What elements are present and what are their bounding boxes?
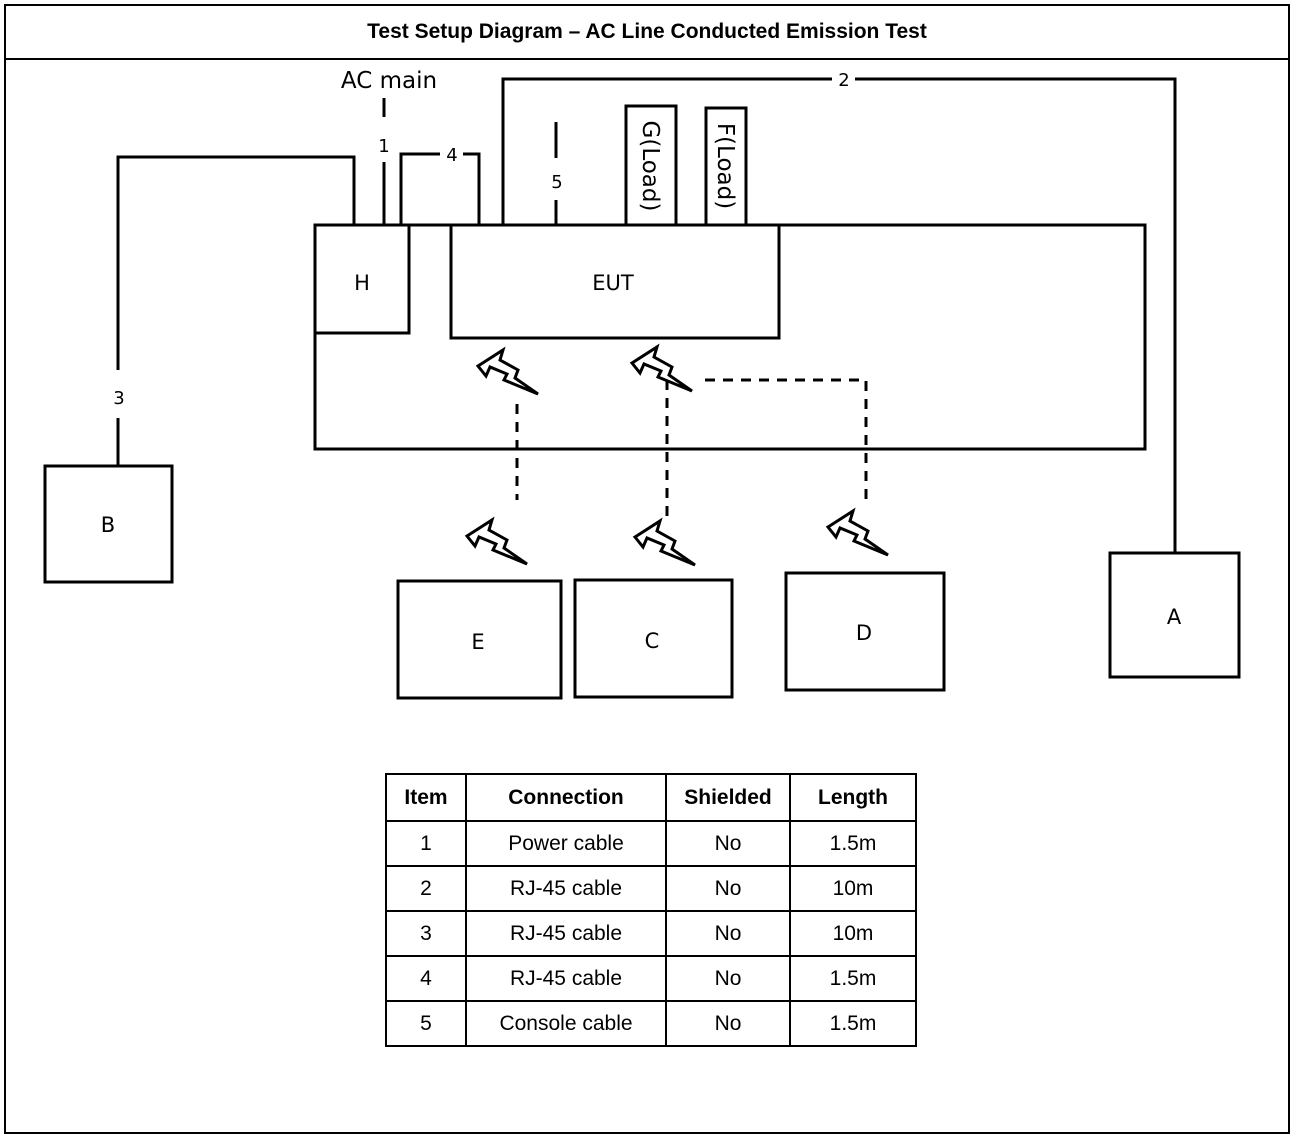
box-a-label: A <box>1167 605 1182 629</box>
box-d <box>784 571 946 692</box>
box-b <box>43 464 174 584</box>
load-g-box <box>624 104 678 227</box>
load-f-box <box>704 106 748 227</box>
cell-connection: RJ-45 cable <box>465 865 667 912</box>
cell-length: 1.5m <box>789 1000 917 1047</box>
cable-4-label: 4 <box>446 145 457 166</box>
cell-shielded: No <box>665 955 791 1002</box>
box-eut-label: EUT <box>592 271 634 295</box>
cable-2-label: 2 <box>838 70 849 91</box>
table-row: 3 RJ-45 cable No 10m <box>385 910 917 957</box>
box-d-label: D <box>856 621 872 645</box>
cell-connection: RJ-45 cable <box>465 910 667 957</box>
load-g-label: G(Load) <box>637 121 663 212</box>
cell-item: 4 <box>385 955 467 1002</box>
cable-table: Item Connection Shielded Length 1 Power … <box>385 773 917 1047</box>
box-e <box>396 579 563 700</box>
cell-connection: Power cable <box>465 820 667 867</box>
page-title: Test Setup Diagram – AC Line Conducted E… <box>6 6 1288 60</box>
load-f-label: F(Load) <box>712 123 738 209</box>
table-row: 1 Power cable No 1.5m <box>385 820 917 867</box>
cable-2-right <box>855 77 1177 553</box>
table-row: 5 Console cable No 1.5m <box>385 1000 917 1047</box>
cell-item: 5 <box>385 1000 467 1047</box>
table-row: 2 RJ-45 cable No 10m <box>385 865 917 912</box>
cell-shielded: No <box>665 910 791 957</box>
header-shielded: Shielded <box>665 773 791 822</box>
cell-shielded: No <box>665 820 791 867</box>
cable-3 <box>116 155 356 370</box>
cable-4 <box>399 152 440 225</box>
header-item: Item <box>385 773 467 822</box>
cable-5-label: 5 <box>551 172 562 193</box>
ac-main-label: AC main <box>341 68 437 94</box>
box-a <box>1108 551 1241 679</box>
cable-2 <box>501 77 832 225</box>
box-h-label: H <box>354 271 370 295</box>
table-header-row: Item Connection Shielded Length <box>385 773 917 822</box>
wireless-link-d <box>705 378 868 500</box>
box-eut <box>449 223 781 340</box>
cell-length: 1.5m <box>789 820 917 867</box>
cell-shielded: No <box>665 865 791 912</box>
cell-item: 1 <box>385 820 467 867</box>
box-e-label: E <box>471 630 484 654</box>
cable-4-right <box>463 152 481 225</box>
cable-1-label: 1 <box>378 136 389 157</box>
cell-connection: Console cable <box>465 1000 667 1047</box>
cell-length: 10m <box>789 910 917 957</box>
table-row: 4 RJ-45 cable No 1.5m <box>385 955 917 1002</box>
cable-3-label: 3 <box>113 388 124 409</box>
box-b-label: B <box>101 513 115 537</box>
cell-item: 3 <box>385 910 467 957</box>
cell-length: 10m <box>789 865 917 912</box>
cell-length: 1.5m <box>789 955 917 1002</box>
cell-shielded: No <box>665 1000 791 1047</box>
header-length: Length <box>789 773 917 822</box>
cell-item: 2 <box>385 865 467 912</box>
cell-connection: RJ-45 cable <box>465 955 667 1002</box>
header-connection: Connection <box>465 773 667 822</box>
box-c <box>573 578 734 699</box>
box-h <box>313 223 411 335</box>
box-c-label: C <box>645 629 660 653</box>
